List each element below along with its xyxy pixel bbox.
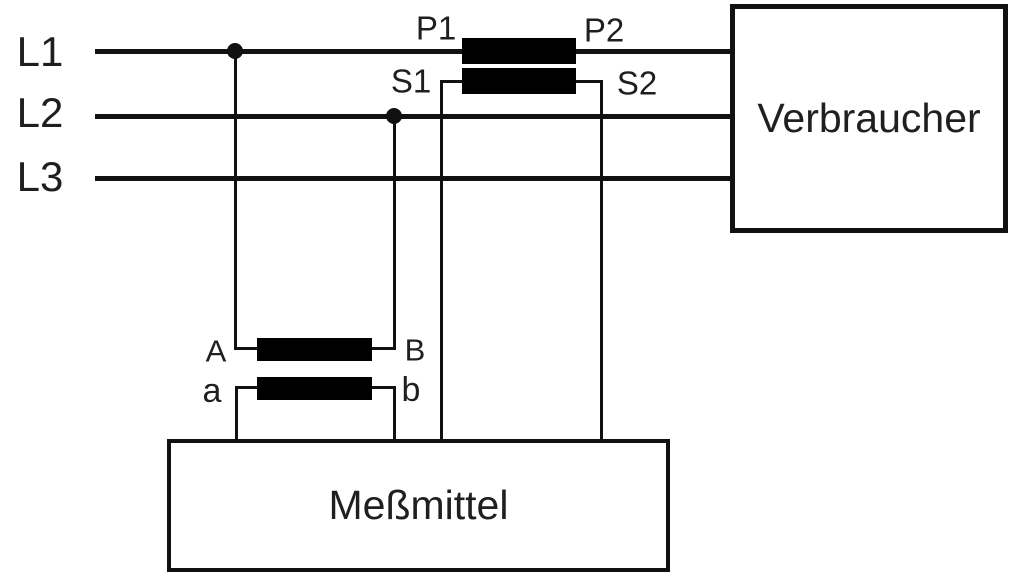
wire-l2-to-vt-primary-B [392,116,396,350]
ct-terminal-label-s1: S1 [390,62,432,100]
wire-vt-secondary-a-to-meter [234,386,238,443]
wire-ct-s1-to-meter [439,80,443,443]
meter-box: Meßmittel [167,439,670,572]
vt-terminal-label-B: B [404,332,426,368]
phase-line-l2 [95,114,730,119]
phase-label-l3: L3 [16,153,64,200]
ct-terminal-label-p1: P1 [415,9,457,47]
wire-vt-secondary-b-to-meter [392,386,396,443]
vt-terminal-label-A: A [205,333,227,369]
meter-box-label: Meßmittel [328,482,509,528]
phase-label-l1: L1 [16,28,64,75]
vt-primary-winding [257,338,372,361]
ct-s1-stub-wire [440,80,462,83]
phase-line-l1 [95,49,730,54]
vt-secondary-winding [257,377,372,400]
junction-dot-l1 [227,43,243,59]
vt-b-stub-wire [372,386,395,389]
ct-primary-winding [462,38,576,64]
ct-secondary-winding [462,68,576,94]
ct-terminal-label-p2: P2 [583,11,625,49]
load-box: Verbraucher [730,4,1008,233]
phase-label-l2: L2 [16,89,64,136]
vt-A-stub-wire [233,347,258,350]
load-box-label: Verbraucher [757,95,981,141]
vt-terminal-label-b: b [401,371,421,409]
vt-terminal-label-a: a [202,372,222,410]
junction-dot-l2 [386,108,402,124]
ct-terminal-label-s2: S2 [616,64,658,102]
wire-l1-to-vt-primary-A [233,51,237,349]
vt-a-stub-wire [234,386,258,389]
ct-s2-stub-wire [576,80,601,83]
vt-B-stub-wire [372,347,395,350]
wire-ct-s2-to-meter [599,80,603,443]
phase-line-l3 [95,176,730,181]
